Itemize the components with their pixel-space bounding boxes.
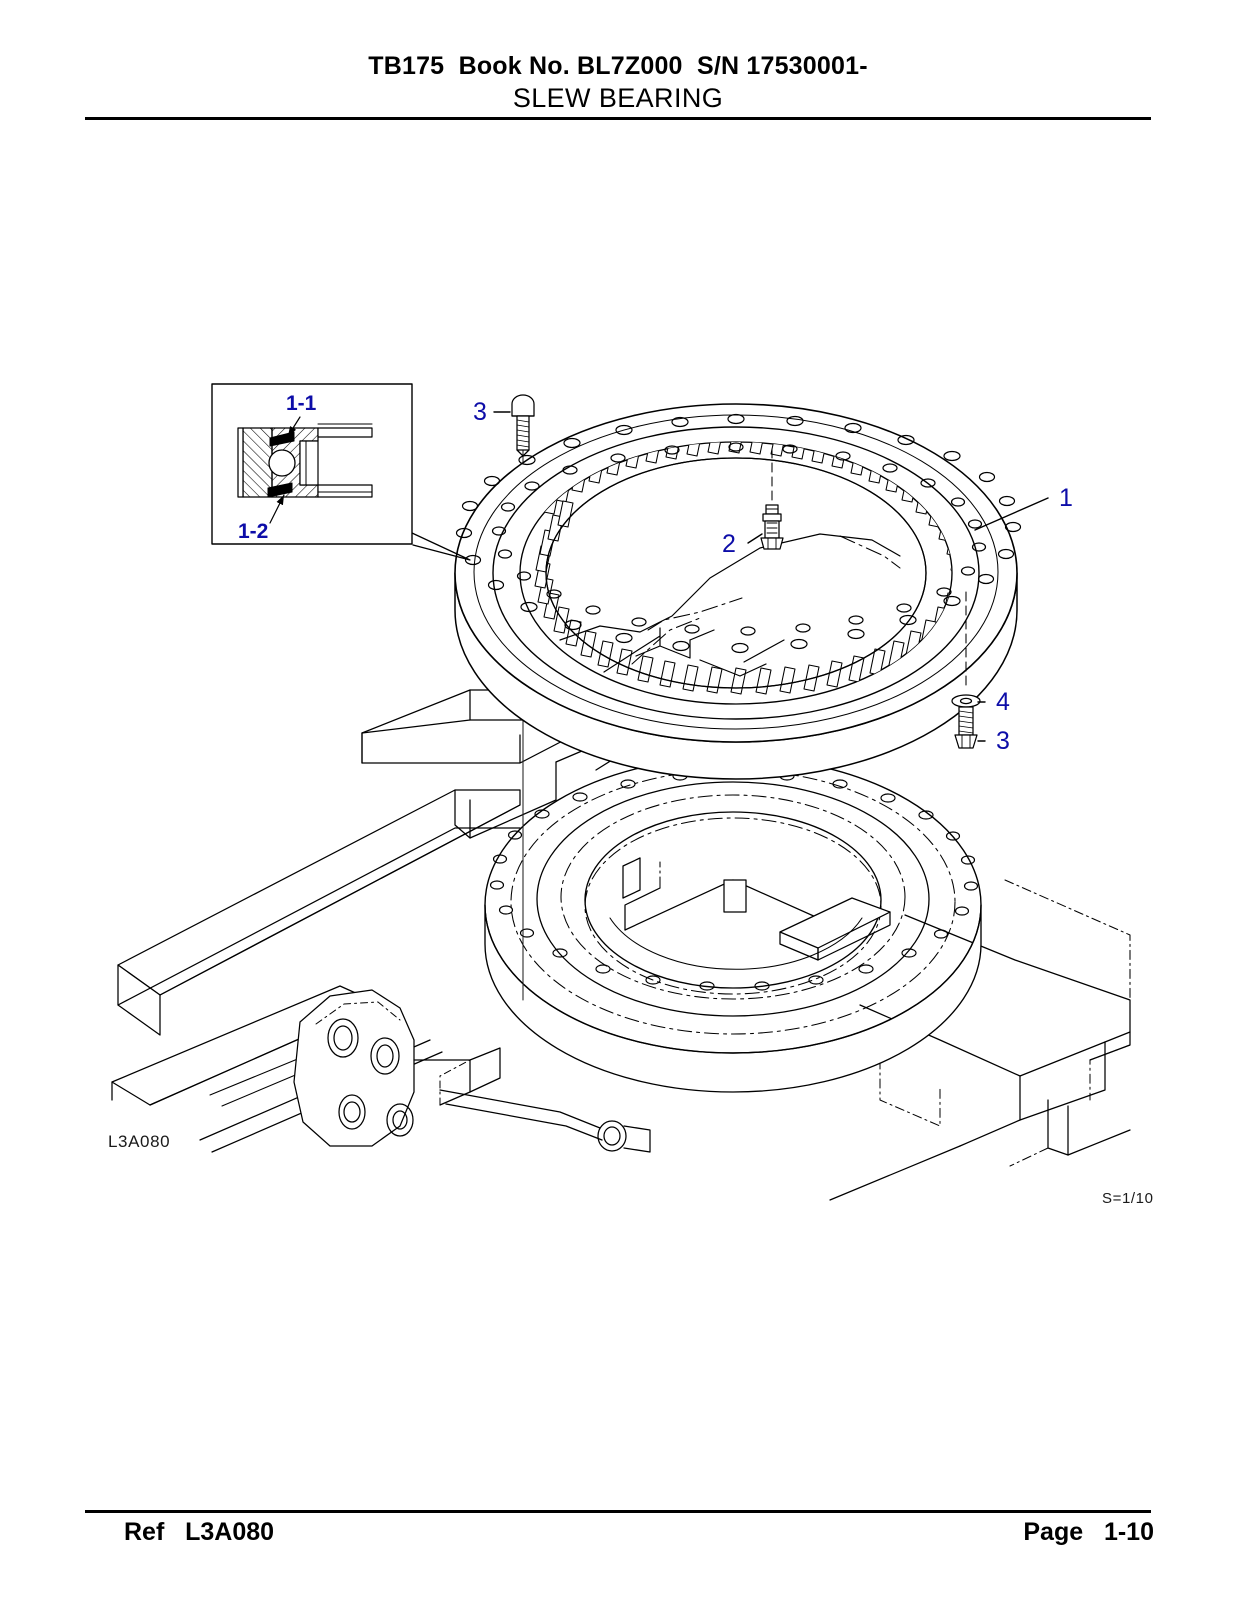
callout-1-2[interactable]: 1-2 [238, 520, 269, 543]
footer-ref: Ref L3A080 [124, 1518, 275, 1546]
header-divider [85, 117, 1151, 120]
callout-1-1[interactable]: 1-1 [286, 392, 317, 415]
slew-bearing-ring [454, 403, 1022, 780]
callout-3-lower[interactable]: 3 [996, 727, 1010, 755]
drawing-scale: S=1/10 [1102, 1190, 1154, 1207]
washer-and-bolt-lower [951, 591, 981, 749]
hex-bolt-upper [511, 394, 535, 457]
footer-divider [85, 1510, 1151, 1513]
lower-mount-flange [484, 419, 982, 1093]
callout-1[interactable]: 1 [1059, 484, 1073, 512]
slew-bearing-bolt-holes [455, 413, 1022, 654]
callout-4[interactable]: 4 [996, 688, 1010, 716]
ring-gear-teeth [534, 442, 952, 695]
blade-bracket [293, 989, 501, 1147]
callout-2[interactable]: 2 [722, 530, 736, 558]
callout-leaders [493, 411, 1049, 742]
footer-page-number: Page 1-10 [1023, 1518, 1154, 1546]
undercarriage-frame [111, 689, 1131, 1201]
page-header: TB175 Book No. BL7Z000 S/N 17530001- SLE… [0, 0, 1236, 114]
grease-nipple [760, 448, 784, 550]
header-model-book-serial: TB175 Book No. BL7Z000 S/N 17530001- [368, 52, 868, 80]
lower-flange-bolt-holes [489, 768, 979, 991]
swing-seat-internal-ribs [609, 857, 891, 970]
page-title: SLEW BEARING [512, 83, 724, 113]
callout-3-upper[interactable]: 3 [473, 398, 487, 426]
drawing-reference-code: L3A080 [108, 1132, 171, 1151]
